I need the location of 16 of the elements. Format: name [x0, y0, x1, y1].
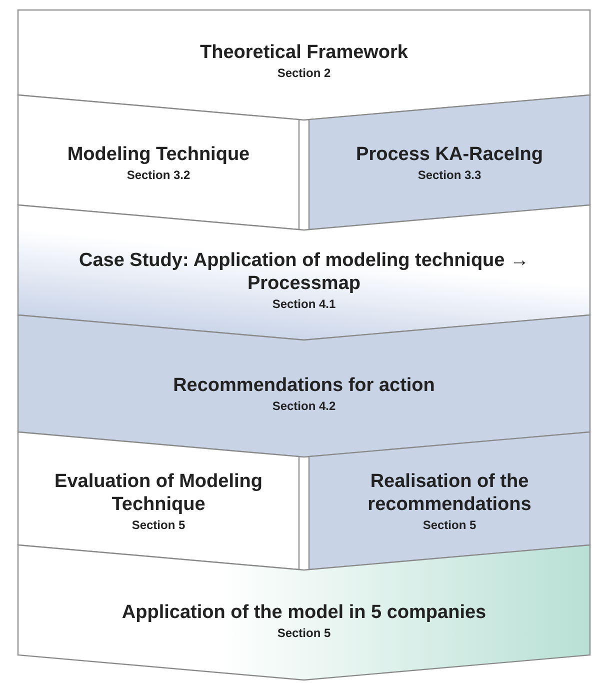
section-reference: Section 3.2 [126, 168, 190, 182]
section-reference: Section 2 [277, 66, 331, 80]
section-reference: Section 4.2 [272, 399, 336, 413]
band-heading: Modeling Technique [67, 142, 250, 166]
section-reference: Section 5 [132, 518, 186, 532]
band-heading: Evaluation of Modeling Technique [54, 470, 264, 516]
section-reference: Section 3.3 [418, 168, 482, 182]
section-reference: Section 5 [422, 518, 476, 532]
section-reference: Section 4.1 [272, 297, 336, 311]
band-heading: Realisation of the recommendations [366, 470, 532, 516]
band-heading: Case Study: Application of modeling technique → Processmap [78, 249, 530, 295]
section-reference: Section 5 [277, 626, 331, 640]
band-heading: Recommendations for action [173, 374, 435, 397]
band-heading: Application of the model in 5 companies [122, 600, 486, 624]
band-heading: Theoretical Framework [200, 40, 408, 64]
band-heading: Process KA-RaceIng [356, 142, 543, 166]
